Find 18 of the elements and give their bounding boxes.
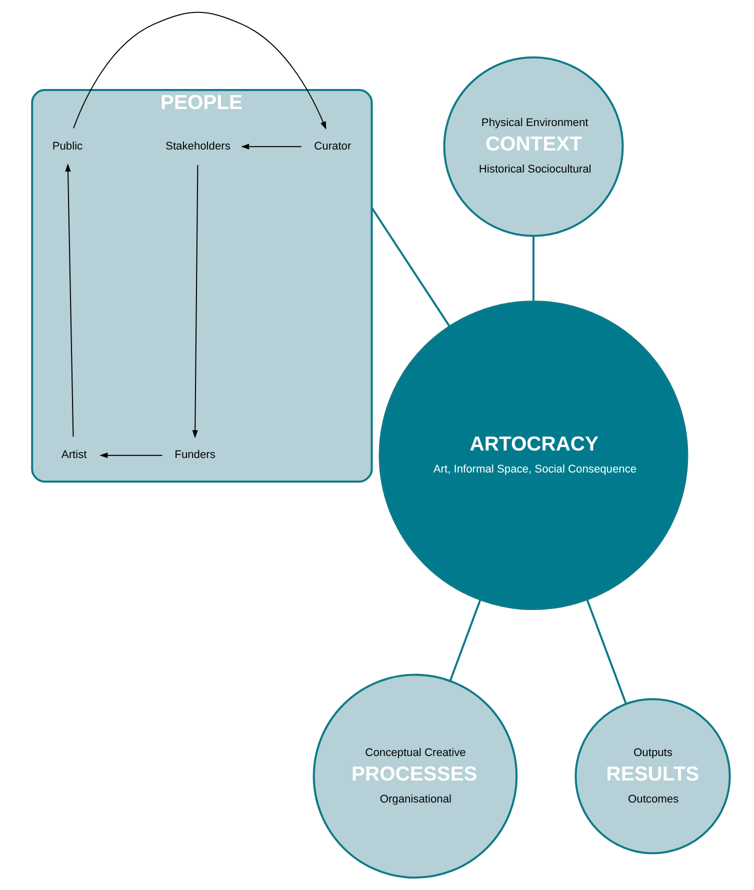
node-text: Stakeholders xyxy=(166,140,230,152)
connector xyxy=(449,600,482,682)
node-text: Public xyxy=(52,140,83,152)
arrow xyxy=(241,144,302,150)
node-text: Funders xyxy=(174,449,216,462)
arrow xyxy=(192,165,198,438)
connector xyxy=(370,207,450,327)
connector xyxy=(532,236,534,302)
connector xyxy=(586,599,627,704)
node-circle: Outputs RESULTS Outcomes xyxy=(574,698,731,854)
node-circle: ARTOCRACY Art, Informal Space, Social Consequence xyxy=(378,300,688,610)
node-circle: Conceptual Creative PROCESSES Organisational xyxy=(312,674,518,879)
arrow xyxy=(73,12,326,130)
arrow xyxy=(65,163,74,437)
arrow xyxy=(100,452,162,458)
node-text: Artist xyxy=(61,449,87,462)
node-circle: Physical Environment CONTEXT Historical Sociocultural xyxy=(443,56,624,237)
node-text: Curator xyxy=(314,140,352,152)
